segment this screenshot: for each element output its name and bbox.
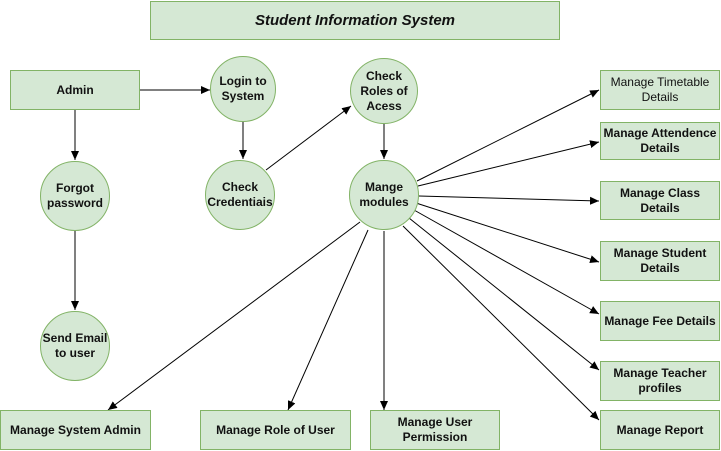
node-forgot-password: Forgot password bbox=[40, 161, 110, 231]
node-admin: Admin bbox=[10, 70, 140, 110]
edge-modules-teacher bbox=[408, 217, 600, 371]
node-manage-attendence: Manage Attendence Details bbox=[600, 122, 720, 160]
edge-modules-fee bbox=[413, 209, 600, 315]
node-login-to-system: Login to System bbox=[210, 56, 276, 122]
node-manage-student: Manage Student Details bbox=[600, 241, 720, 281]
edge-modules-report bbox=[402, 225, 600, 421]
node-manage-timetable: Manage Timetable Details bbox=[600, 70, 720, 110]
node-manage-permission: Manage User Permission bbox=[370, 410, 500, 450]
node-manage-report: Manage Report bbox=[600, 410, 720, 450]
node-manage-class: Manage Class Details bbox=[600, 181, 720, 220]
diagram-title: Student Information System bbox=[150, 1, 560, 40]
edge-modules-sysadmin bbox=[107, 221, 361, 411]
edge-credentials-roles bbox=[265, 105, 352, 171]
node-manage-system-admin: Manage System Admin bbox=[0, 410, 151, 450]
node-manage-teacher: Manage Teacher profiles bbox=[600, 361, 720, 401]
edge-modules-student bbox=[415, 202, 600, 264]
edge-modules-role bbox=[287, 229, 369, 411]
node-manage-fee: Manage Fee Details bbox=[600, 301, 720, 341]
node-manage-role: Manage Role of User bbox=[200, 410, 351, 450]
edge-modules-timetable bbox=[416, 89, 600, 182]
edge-modules-attendence bbox=[417, 140, 600, 187]
edge-modules-class bbox=[418, 195, 600, 205]
node-check-roles: Check Roles of Acess bbox=[350, 58, 418, 124]
node-manage-modules: Mange modules bbox=[349, 160, 419, 230]
node-check-credentials: Check Credentiais bbox=[205, 160, 275, 230]
node-send-email: Send Email to user bbox=[40, 311, 110, 381]
